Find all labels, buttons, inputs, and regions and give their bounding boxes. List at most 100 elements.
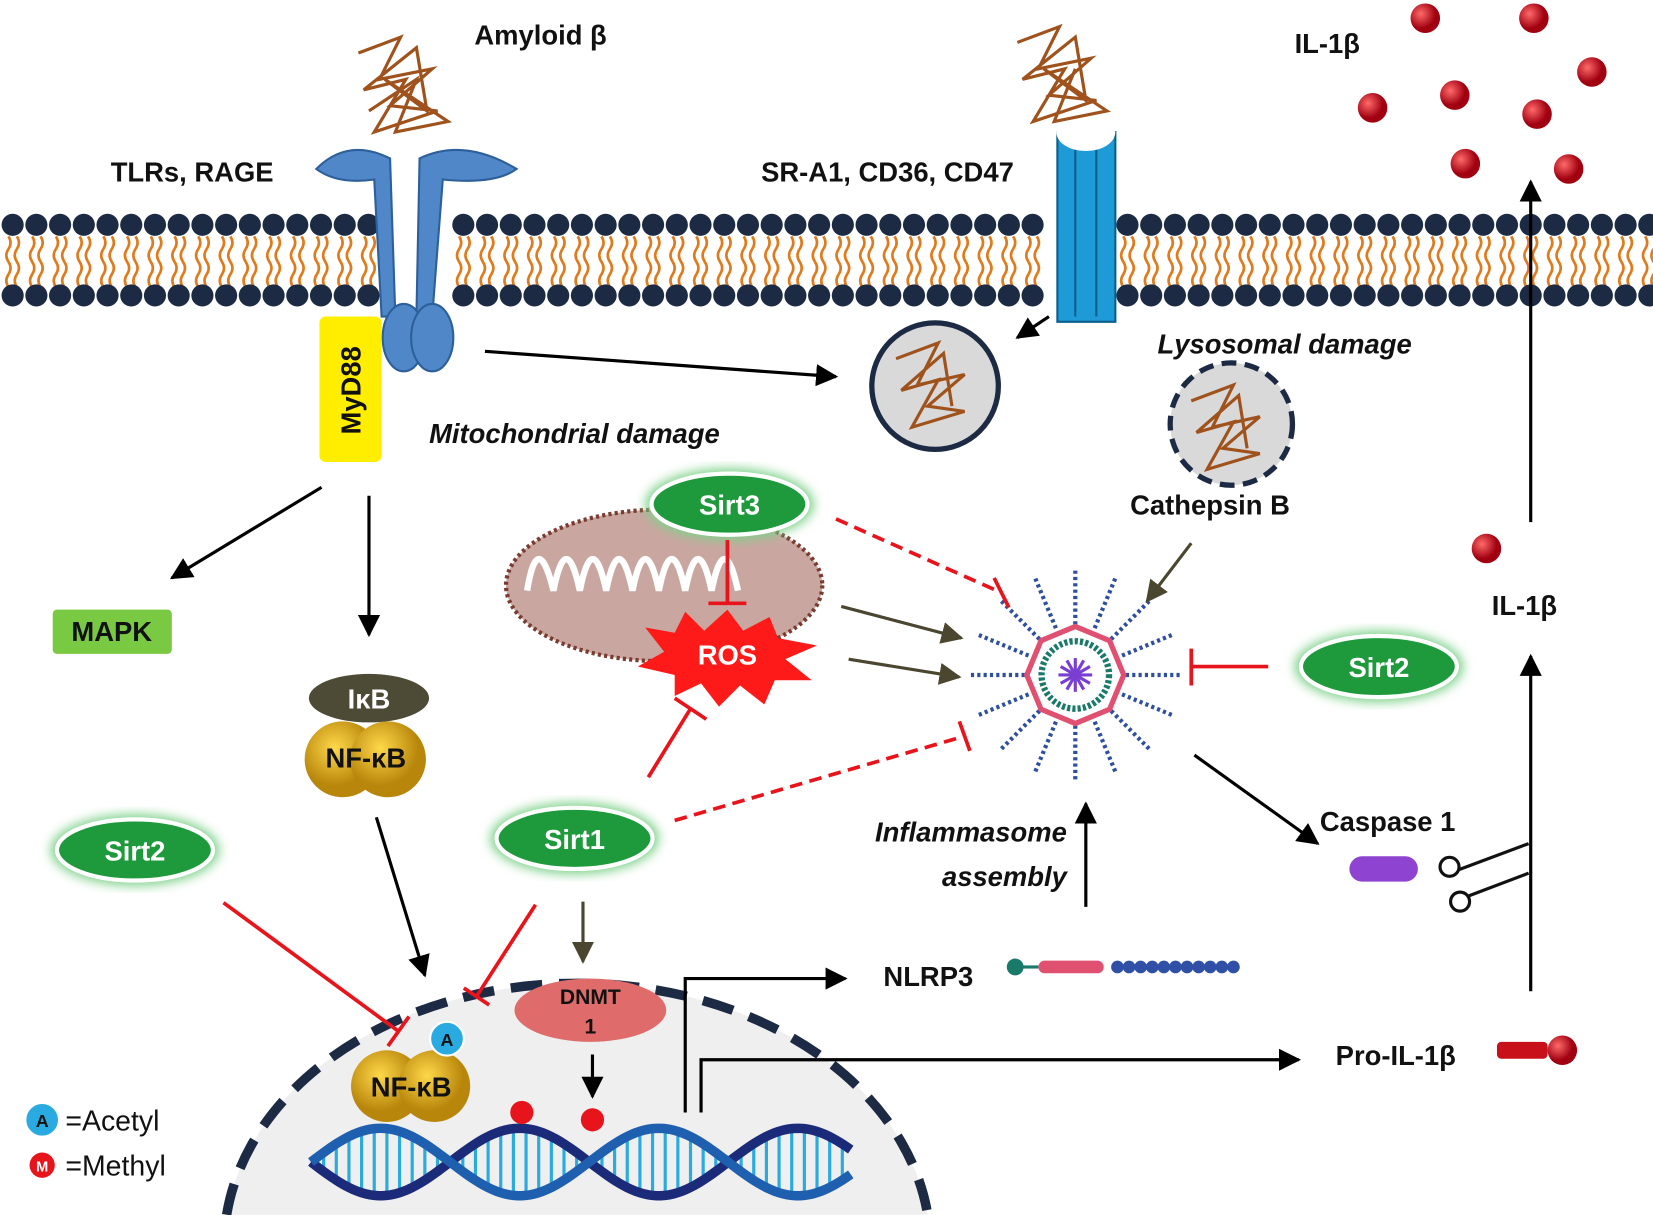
lipid-tail	[52, 235, 60, 288]
activation-arrows-olive	[571, 542, 1193, 964]
lipid-head	[1211, 284, 1234, 307]
lipid-tail	[1555, 235, 1563, 288]
lipid-tail	[337, 235, 344, 288]
sirt1-node: Sirt1	[490, 802, 659, 875]
lipid-tail	[574, 235, 582, 288]
inflammasome-label-1: Inflammasome	[875, 817, 1067, 848]
lipid-tail	[1214, 235, 1222, 288]
lipid-tail	[1333, 235, 1341, 288]
lipid-head	[713, 284, 736, 307]
lipid-tail	[1318, 235, 1325, 288]
lipid-tail	[360, 235, 368, 288]
lipid-head	[1543, 284, 1566, 307]
caspase-core	[1074, 665, 1091, 677]
lipid-head	[143, 213, 167, 236]
lipid-tail	[819, 235, 827, 288]
lipid-tail	[369, 235, 377, 288]
lipid-tail	[1617, 235, 1625, 288]
lipid-tail	[621, 235, 629, 288]
nfkb-subunit	[349, 721, 426, 798]
lipid-head	[784, 284, 807, 307]
nfkb-nucleus-label: NF-κB	[371, 1072, 452, 1103]
lipid-tail	[99, 235, 107, 288]
lipid-head	[499, 284, 522, 307]
lipid-head	[452, 213, 475, 236]
lipid-tail	[1119, 235, 1127, 288]
lipid-tail	[147, 235, 155, 288]
lipid-head	[808, 213, 831, 236]
mapk-label: MAPK	[71, 616, 152, 647]
lipid-tail	[630, 235, 638, 288]
pro-il1b-label: Pro-IL-1β	[1336, 1040, 1456, 1071]
lipid-tail	[1151, 235, 1159, 288]
asc-filament	[1109, 598, 1152, 641]
lipid-head	[25, 213, 48, 236]
lipid-tail	[455, 235, 463, 288]
lipid-head	[1329, 284, 1353, 307]
lipid-tail	[962, 235, 970, 288]
dna-helix	[308, 1123, 854, 1201]
lipid-tail	[218, 235, 226, 288]
lipid-head	[808, 284, 831, 307]
lipid-tail	[677, 235, 685, 288]
nlrp3-label: NLRP3	[883, 961, 973, 992]
lipid-head	[974, 213, 997, 236]
lipid-tail	[1380, 235, 1388, 288]
tlrs-label: TLRs, RAGE	[111, 157, 274, 188]
lipid-tail	[867, 235, 875, 288]
lipid-head	[1116, 284, 1139, 307]
lipid-head	[262, 213, 285, 236]
lipid-tail	[487, 235, 495, 288]
lrr-bead	[1227, 960, 1240, 974]
lipid-tail	[242, 235, 250, 288]
lipid-head	[997, 284, 1020, 307]
lipid-head	[855, 213, 878, 236]
lipid-tail	[1246, 235, 1254, 288]
lipid-tail	[511, 235, 519, 288]
lysosomal-damage-label: Lysosomal damage	[1158, 328, 1412, 359]
lipid-head	[1353, 284, 1376, 307]
lipid-head	[167, 284, 190, 307]
lipid-tail	[1190, 235, 1198, 288]
acetyl-mark	[429, 1020, 465, 1057]
lipid-head	[1282, 213, 1305, 236]
asc-filament	[1033, 720, 1058, 774]
lipid-tail	[1484, 235, 1491, 288]
lipid-tail	[1578, 235, 1586, 288]
lipid-head	[499, 213, 522, 236]
lipid-head	[72, 213, 95, 236]
lipid-head	[736, 213, 760, 236]
lipid-head	[831, 213, 854, 236]
lipid-tail	[194, 235, 202, 288]
myd88-label: MyD88	[336, 346, 367, 434]
lipid-tail	[977, 235, 985, 288]
lipid-head	[25, 284, 48, 307]
lipid-head	[1448, 213, 1471, 236]
lipid-head	[926, 213, 949, 236]
lipid-head	[1187, 213, 1210, 236]
lipid-head	[1021, 213, 1044, 236]
lipid-head	[96, 213, 119, 236]
dnmt1-label-1: DNMT	[560, 986, 621, 1009]
lipid-head	[594, 284, 617, 307]
legend-acetyl-icon	[24, 1101, 61, 1138]
il1b-particle	[1471, 533, 1502, 564]
lipid-tail	[179, 235, 187, 288]
lipid-tail	[1175, 235, 1183, 288]
legend-methyl-symbol: M	[36, 1160, 48, 1176]
lipid-head	[831, 284, 854, 307]
lipid-head	[1, 284, 24, 307]
lrr-bead	[1180, 960, 1194, 974]
scavenger-label: SR-A1, CD36, CD47	[761, 157, 1014, 188]
lipid-tail	[882, 235, 890, 288]
lipid-tail	[953, 235, 961, 288]
lipid-tail	[1523, 235, 1530, 288]
lipid-head	[879, 284, 902, 307]
lipid-tail	[582, 235, 590, 288]
amyloid-label: Amyloid β	[474, 20, 606, 51]
lipid-tail	[558, 235, 566, 288]
dna-strand	[308, 1123, 854, 1201]
lipid-tail	[226, 235, 234, 288]
asc-filament	[977, 692, 1030, 718]
